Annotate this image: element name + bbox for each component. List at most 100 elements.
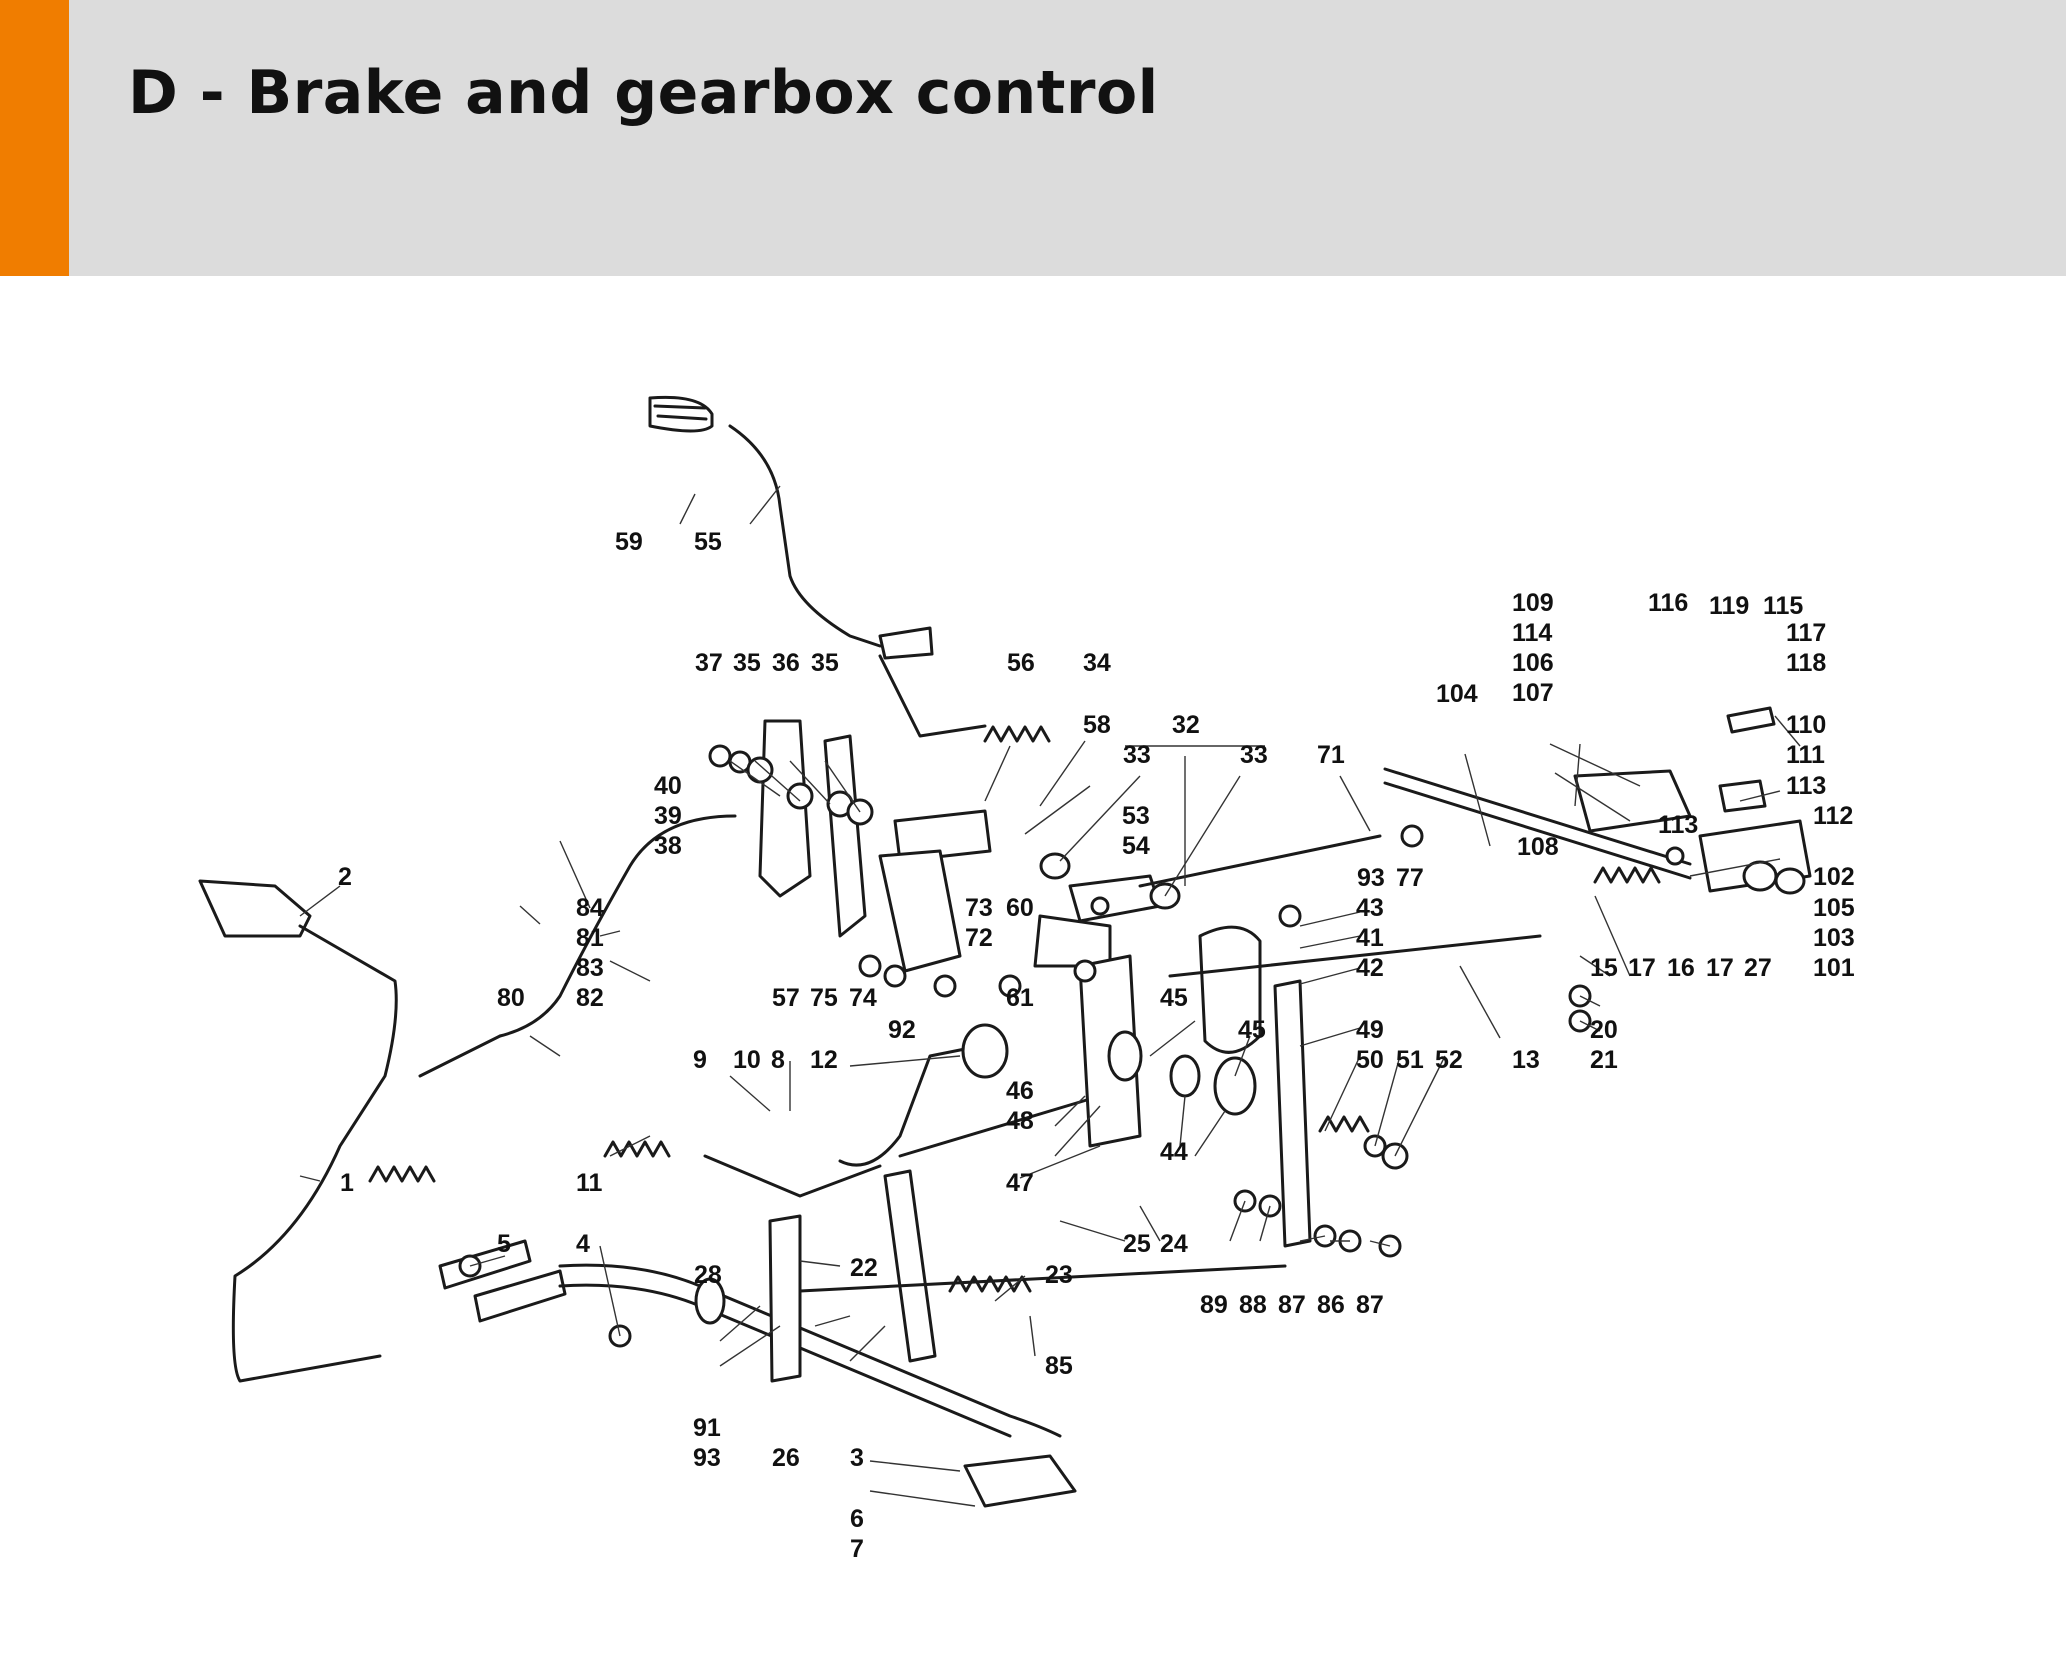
selector-plate-41 — [1198, 925, 1262, 1054]
callout-87b: 87 — [1356, 1291, 1384, 1319]
callout-40: 40 — [654, 772, 682, 800]
callout-52: 52 — [1435, 1046, 1463, 1074]
callout-41: 41 — [1356, 924, 1384, 952]
callout-117: 117 — [1786, 619, 1826, 647]
bracket-35 — [823, 734, 867, 938]
lever-arm — [878, 654, 987, 738]
callout-50: 50 — [1356, 1046, 1384, 1074]
callout-35b: 35 — [811, 649, 839, 677]
pivot-plate-32 — [1068, 874, 1162, 923]
callout-35a: 35 — [733, 649, 761, 677]
callout-4: 4 — [576, 1230, 590, 1258]
callout-106: 106 — [1512, 649, 1554, 677]
callout-77: 77 — [1396, 864, 1424, 892]
callout-6: 6 — [850, 1505, 864, 1533]
callout-25: 25 — [1123, 1230, 1151, 1258]
callout-116: 116 — [1648, 589, 1688, 617]
callout-23: 23 — [1045, 1261, 1073, 1289]
brake-pedal-arm — [231, 924, 398, 1383]
callout-45a: 45 — [1160, 984, 1188, 1012]
rear-shaft-104 — [1138, 767, 1692, 978]
brake-cable-80 — [418, 814, 737, 1078]
callout-27: 27 — [1744, 954, 1772, 982]
callout-55: 55 — [694, 528, 722, 556]
callout-93b: 93 — [693, 1444, 721, 1472]
spring-50 — [1318, 1115, 1370, 1133]
callout-107: 107 — [1512, 679, 1554, 707]
callout-1: 1 — [340, 1169, 354, 1197]
callout-45b: 45 — [1238, 1016, 1266, 1044]
rear-tab-111 — [1718, 779, 1767, 813]
selector-hub-45 — [1107, 1030, 1143, 1082]
callout-112: 112 — [1813, 802, 1853, 830]
support-bracket-60 — [1033, 914, 1112, 968]
gear-lever-rod — [728, 424, 882, 648]
callout-80: 80 — [497, 984, 525, 1012]
callout-102: 102 — [1813, 863, 1855, 891]
leader-lines — [299, 485, 1801, 1507]
callout-113b: 113 — [1658, 811, 1698, 839]
main-shaft-assembly — [558, 1169, 1077, 1508]
selector-assembly — [1078, 925, 1312, 1248]
callout-108: 108 — [1517, 833, 1559, 861]
spring-11 — [603, 1140, 671, 1158]
callout-101: 101 — [1813, 954, 1855, 982]
bracket-plate-57 — [878, 849, 962, 973]
callout-48: 48 — [1006, 1107, 1034, 1135]
callout-87a: 87 — [1278, 1291, 1306, 1319]
callout-26: 26 — [772, 1444, 800, 1472]
linkage-rod-47 — [898, 1094, 1102, 1158]
shaft-bushing — [694, 1277, 726, 1325]
bracket-37 — [758, 719, 812, 898]
callout-32: 32 — [1172, 711, 1200, 739]
callout-8: 8 — [771, 1046, 785, 1074]
callout-72: 72 — [965, 924, 993, 952]
selector-washer-44 — [1169, 1054, 1201, 1098]
callout-56: 56 — [1007, 649, 1035, 677]
callout-114: 114 — [1512, 619, 1552, 647]
long-rod-85 — [798, 1264, 1287, 1293]
callout-28: 28 — [694, 1261, 722, 1289]
callout-84: 84 — [576, 894, 604, 922]
linkage-rod-8 — [703, 1154, 882, 1198]
callout-10: 10 — [733, 1046, 761, 1074]
rear-bracket-assembly — [1573, 706, 1812, 895]
callout-93a: 93 — [1357, 864, 1385, 892]
header-band: D - Brake and gearbox control — [0, 0, 2066, 276]
callout-33b: 33 — [1240, 741, 1268, 769]
knob-grip — [653, 404, 708, 421]
callout-58: 58 — [1083, 711, 1111, 739]
callout-labels: 59 55 37 35 36 35 56 34 58 32 33 33 71 5… — [338, 528, 1855, 1563]
callout-44: 44 — [1160, 1138, 1188, 1166]
callout-83: 83 — [576, 954, 604, 982]
brake-pedal-assembly — [198, 879, 567, 1383]
brake-pedal-pad — [198, 879, 312, 938]
callout-115: 115 — [1763, 592, 1803, 620]
callout-54: 54 — [1122, 832, 1150, 860]
callout-119: 119 — [1709, 592, 1749, 620]
callout-34: 34 — [1083, 649, 1111, 677]
rear-shaft-bottom — [1383, 781, 1692, 880]
callout-75: 75 — [810, 984, 838, 1012]
callout-17b: 17 — [1706, 954, 1734, 982]
bracket-58 — [893, 809, 992, 863]
callout-3: 3 — [850, 1444, 864, 1472]
selector-disc-45 — [1213, 1056, 1257, 1116]
lever-plate — [878, 626, 934, 660]
selector-strip-49 — [1273, 979, 1312, 1248]
callout-17a: 17 — [1628, 954, 1656, 982]
pedal-link-plate — [438, 1239, 532, 1290]
callout-53: 53 — [1122, 802, 1150, 830]
callout-46: 46 — [1006, 1077, 1034, 1105]
callout-2: 2 — [338, 863, 352, 891]
main-shaft — [558, 1263, 1062, 1438]
callout-24: 24 — [1160, 1230, 1188, 1258]
callout-91: 91 — [693, 1414, 721, 1442]
callout-92: 92 — [888, 1016, 916, 1044]
springs-lower — [368, 1115, 1370, 1293]
callout-16: 16 — [1667, 954, 1695, 982]
callout-103: 103 — [1813, 924, 1855, 952]
support-bracket-6 — [963, 1454, 1077, 1508]
callout-74: 74 — [849, 984, 877, 1012]
callout-113a: 113 — [1786, 772, 1826, 800]
